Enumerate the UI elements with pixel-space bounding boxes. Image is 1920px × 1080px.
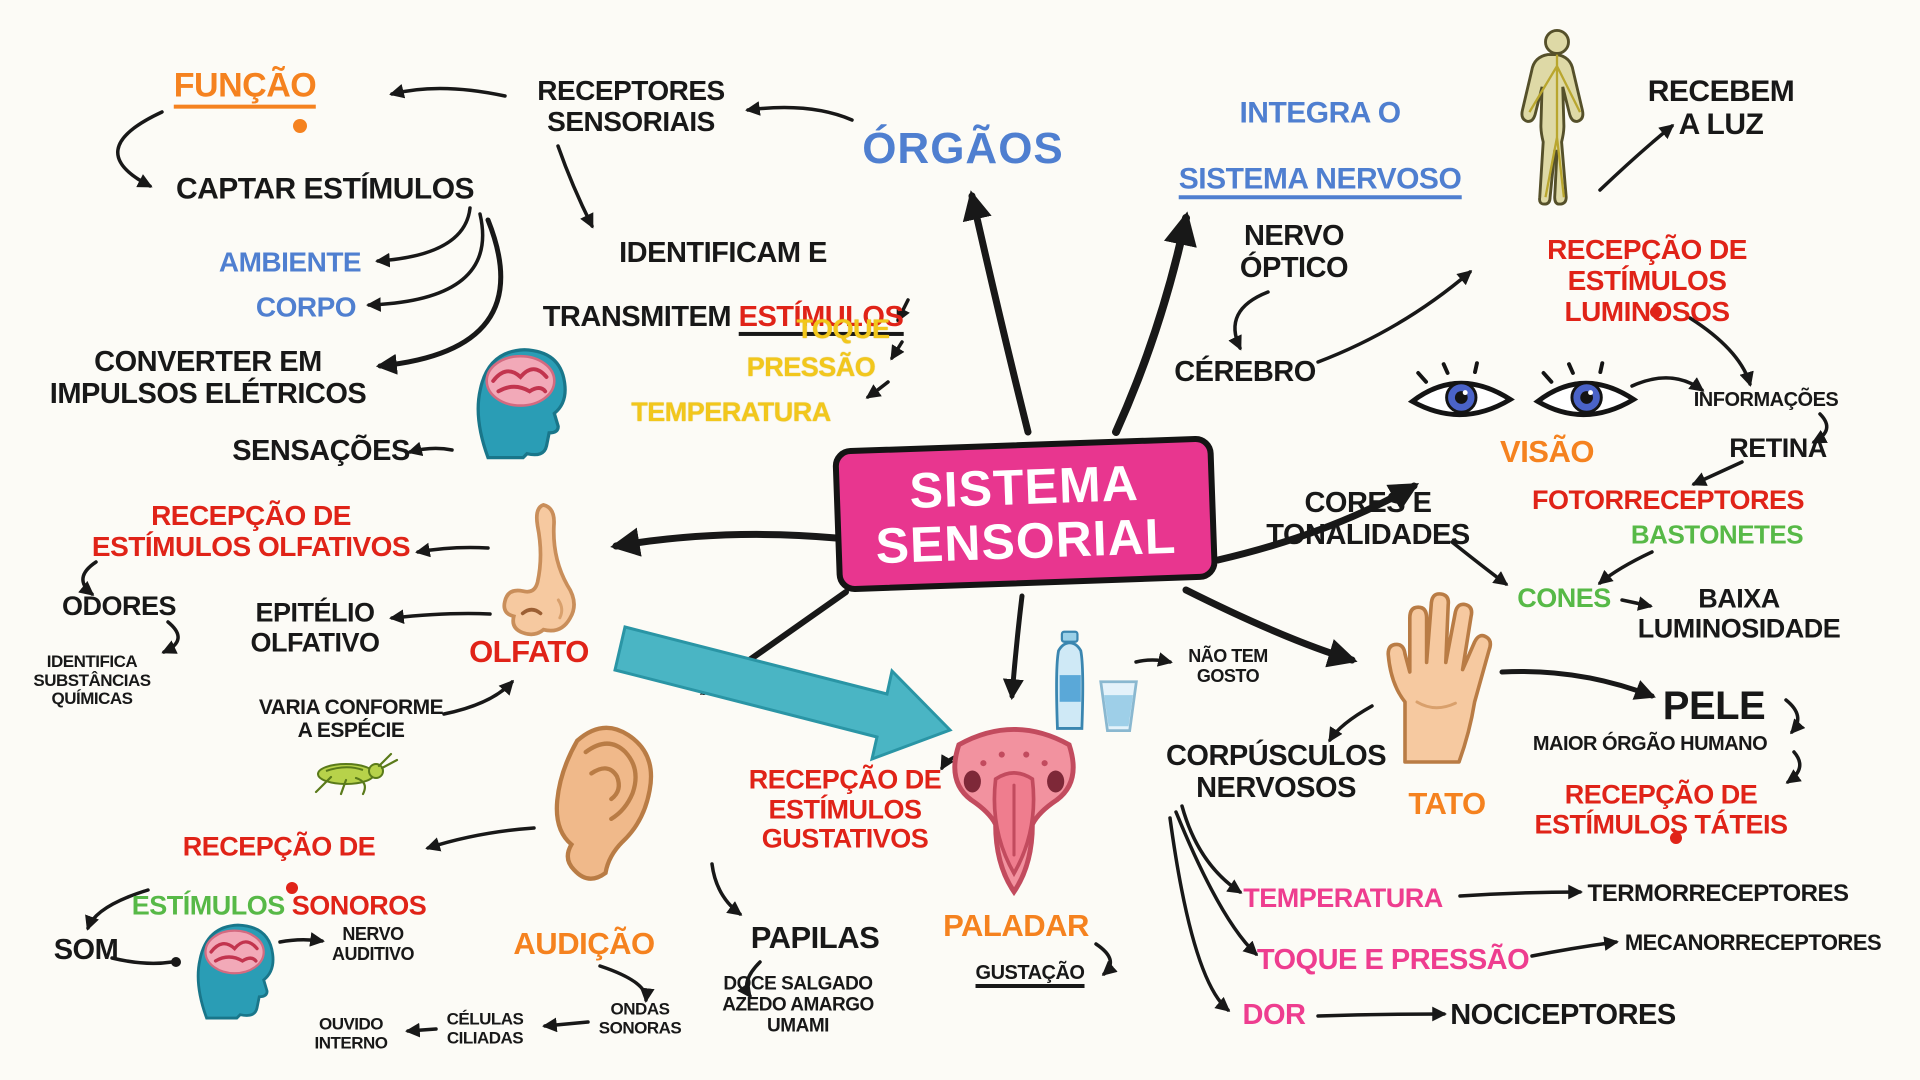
node-integra-sistema-nervoso: INTEGRA O SISTEMA NERVOSO — [1178, 63, 1462, 199]
central-topic-box: SISTEMA SENSORIAL — [832, 435, 1218, 593]
node-corpusculos-nervosos: CORPÚSCULOS NERVOSOS — [1165, 740, 1387, 804]
node-toque-e-pressao: TOQUE E PRESSÃO — [1256, 944, 1530, 977]
brain-head-icon — [173, 915, 285, 1027]
node-paladar: PALADAR — [943, 907, 1089, 943]
central-topic-title: SISTEMA SENSORIAL — [874, 455, 1178, 575]
node-maior-orgao-humano: MAIOR ÓRGÃO HUMANO — [1532, 733, 1768, 755]
node-recepcao-estimulos-olfativos: RECEPÇÃO DE ESTÍMULOS OLFATIVOS — [91, 500, 411, 562]
node-recebem-a-luz: RECEBEM A LUZ — [1647, 75, 1795, 141]
node-funcao: FUNÇÃO — [173, 68, 317, 109]
node-ambiente: AMBIENTE — [218, 246, 362, 278]
node-corpo: CORPO — [255, 291, 357, 323]
node-sabores: DOCE SALGADO AZEDO AMARGO UMAMI — [722, 973, 874, 1037]
node-dor: DOR — [1242, 999, 1306, 1032]
node-celulas-ciliadas: CÉLULAS CILIADAS — [446, 1009, 524, 1047]
node-temperatura-estimulo: TEMPERATURA — [631, 397, 831, 428]
node-recepcao-estimulos-tateis: RECEPÇÃO DE ESTÍMULOS TÁTEIS — [1534, 779, 1788, 839]
nose-icon — [490, 495, 594, 653]
node-informacoes: INFORMAÇÕES — [1693, 389, 1839, 411]
water-bottle-and-glass-icon — [1043, 628, 1143, 740]
tongue-mouth-icon — [941, 708, 1088, 904]
hand-icon — [1369, 588, 1501, 768]
node-nervo-optico: NERVO ÓPTICO — [1239, 220, 1349, 284]
node-visao: VISÃO — [1500, 433, 1594, 469]
node-identificam-transmitem-estimulos: IDENTIFICAM E TRANSMITEM ESTÍMULOS — [543, 206, 904, 337]
node-bastonetes: BASTONETES — [1630, 519, 1804, 550]
node-recepcao-estimulos-luminosos: RECEPÇÃO DE ESTÍMULOS LUMINOSOS — [1547, 233, 1747, 327]
node-baixa-luminosidade: BAIXA LUMINOSIDADE — [1637, 583, 1841, 643]
node-recepcao-estimulos-gustativos: RECEPÇÃO DE ESTÍMULOS GUSTATIVOS — [748, 764, 942, 854]
node-sensacoes: SENSAÇÕES — [232, 435, 410, 468]
node-som: SOM — [53, 934, 119, 967]
node-cores-tonalidades: CORES E TONALIDADES — [1266, 487, 1470, 551]
node-converter-impulsos-eletricos: CONVERTER EM IMPULSOS ELÉTRICOS — [49, 346, 367, 410]
node-orgaos: ÓRGÃOS — [862, 123, 1064, 173]
node-papilas: PAPILAS — [750, 919, 880, 955]
node-mecanorreceptores: MECANORRECEPTORES — [1624, 929, 1882, 955]
node-recepcao-estimulos-sonoros: RECEPÇÃO DE ESTÍMULOS SONOROS — [131, 831, 427, 921]
human-body-nervous-system-icon — [1511, 27, 1603, 211]
node-termorreceptores: TERMORRECEPTORES — [1587, 879, 1849, 907]
cricket-icon — [301, 746, 401, 798]
node-audicao: AUDIÇÃO — [513, 925, 655, 961]
node-retina: RETINA — [1729, 433, 1827, 464]
node-toque: TOQUE — [796, 314, 890, 345]
node-captar-estimulos: CAPTAR ESTÍMULOS — [175, 172, 475, 206]
node-olfato: OLFATO — [469, 633, 589, 669]
node-odores: ODORES — [61, 591, 177, 622]
node-ondas-sonoras: ONDAS SONORAS — [598, 999, 682, 1037]
node-pressao: PRESSÃO — [746, 352, 876, 383]
node-nociceptores: NOCICEPTORES — [1450, 999, 1676, 1032]
ear-icon — [535, 707, 670, 901]
node-ouvido-interno: OUVIDO INTERNO — [314, 1014, 389, 1052]
node-gustacao: GUSTAÇÃO — [975, 962, 1085, 988]
eyes-icon — [1405, 360, 1640, 434]
node-fotorreceptores: FOTORRECEPTORES — [1531, 485, 1805, 516]
node-epitelio-olfativo: EPITÉLIO OLFATIVO — [250, 597, 381, 657]
node-receptores-sensoriais: RECEPTORES SENSORIAIS — [537, 75, 725, 137]
node-cerebro: CÉREBRO — [1174, 356, 1316, 389]
node-varia-conforme-especie: VARIA CONFORME A ESPÉCIE — [258, 695, 444, 742]
node-tato: TATO — [1408, 785, 1486, 821]
node-nao-tem-gosto: NÃO TEM GOSTO — [1188, 646, 1268, 686]
node-cones: CONES — [1517, 583, 1611, 614]
node-identifica-substancias-quimicas: IDENTIFICA SUBSTÂNCIAS QUÍMICAS — [33, 651, 151, 709]
node-temperatura-tato: TEMPERATURA — [1243, 883, 1443, 914]
brain-head-icon — [449, 338, 579, 468]
node-pele: PELE — [1662, 684, 1766, 728]
node-nervo-auditivo: NERVO AUDITIVO — [331, 924, 415, 964]
